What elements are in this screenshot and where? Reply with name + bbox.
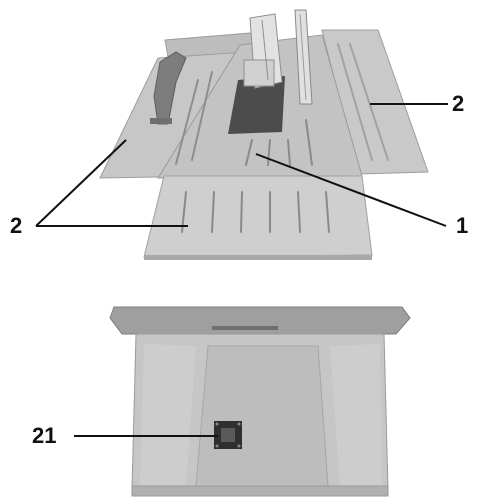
dust-port <box>214 421 242 449</box>
cabinet-top-frame <box>109 306 411 335</box>
table-top-slots <box>245 119 313 166</box>
cabinet-frame-slot <box>212 326 278 330</box>
leader-lines <box>35 103 448 437</box>
callout-2-right: 2 <box>452 91 465 116</box>
blade-guard <box>243 13 283 89</box>
rip-fence <box>294 9 313 105</box>
saw-table-assembly <box>99 9 429 260</box>
saw-cabinet <box>109 306 411 497</box>
leader-table-top <box>255 153 447 227</box>
callout-2-left: 2 <box>10 213 23 238</box>
leader-left-extension <box>35 139 127 227</box>
callout-1: 1 <box>456 213 469 238</box>
cabinet-side-right <box>330 344 382 486</box>
cabinet-recess <box>195 345 329 487</box>
cabinet-side-left <box>140 344 196 486</box>
front-extension-table <box>143 175 373 258</box>
callout-21: 21 <box>32 423 57 448</box>
left-extension-slots <box>175 71 213 165</box>
front-extension-edge <box>144 255 372 260</box>
mitre-gauge-bar <box>150 118 172 124</box>
blade-insert <box>228 76 285 134</box>
cabinet-base <box>131 485 389 497</box>
mitre-gauge <box>153 51 187 125</box>
right-extension-slots <box>337 43 389 161</box>
